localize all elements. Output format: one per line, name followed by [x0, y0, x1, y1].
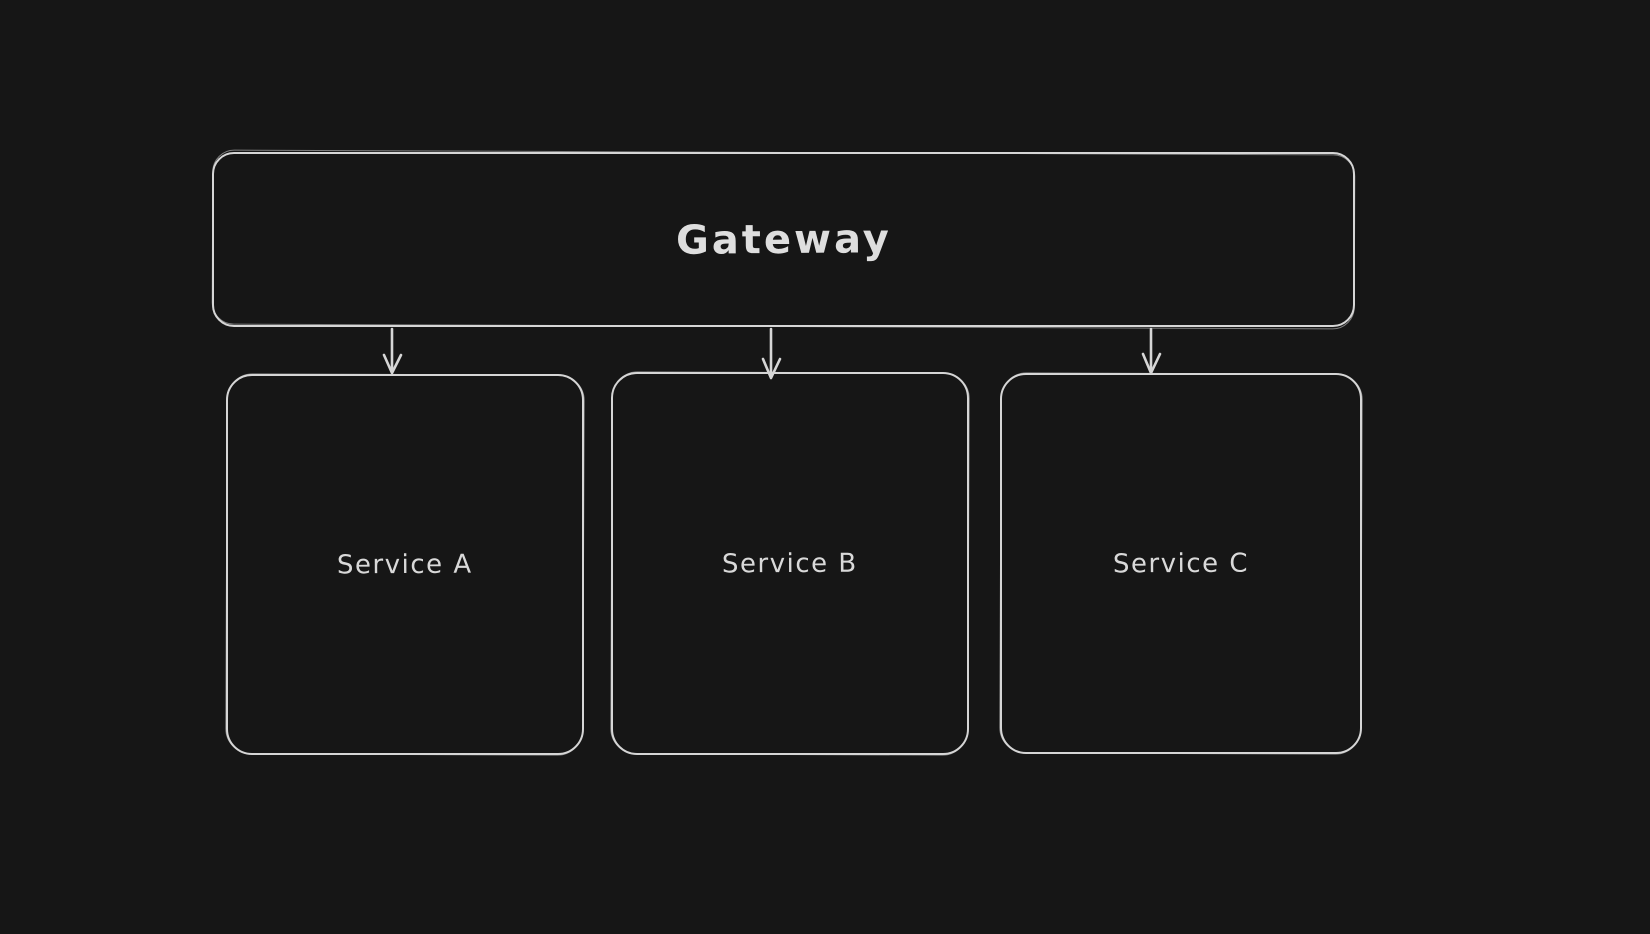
- arrow-gateway-to-service-b: [761, 327, 782, 380]
- node-service-b-label: Service B: [722, 548, 858, 579]
- node-service-a-label: Service A: [337, 549, 473, 580]
- arrow-gateway-to-service-c: [1141, 327, 1162, 375]
- node-service-a: Service A: [226, 374, 584, 755]
- node-service-c: Service C: [1000, 373, 1362, 754]
- node-service-b: Service B: [611, 372, 969, 755]
- node-gateway-label: Gateway: [675, 215, 892, 264]
- arrow-gateway-to-service-a: [382, 327, 403, 375]
- node-gateway: Gateway: [212, 152, 1355, 327]
- node-service-c-label: Service C: [1112, 548, 1250, 579]
